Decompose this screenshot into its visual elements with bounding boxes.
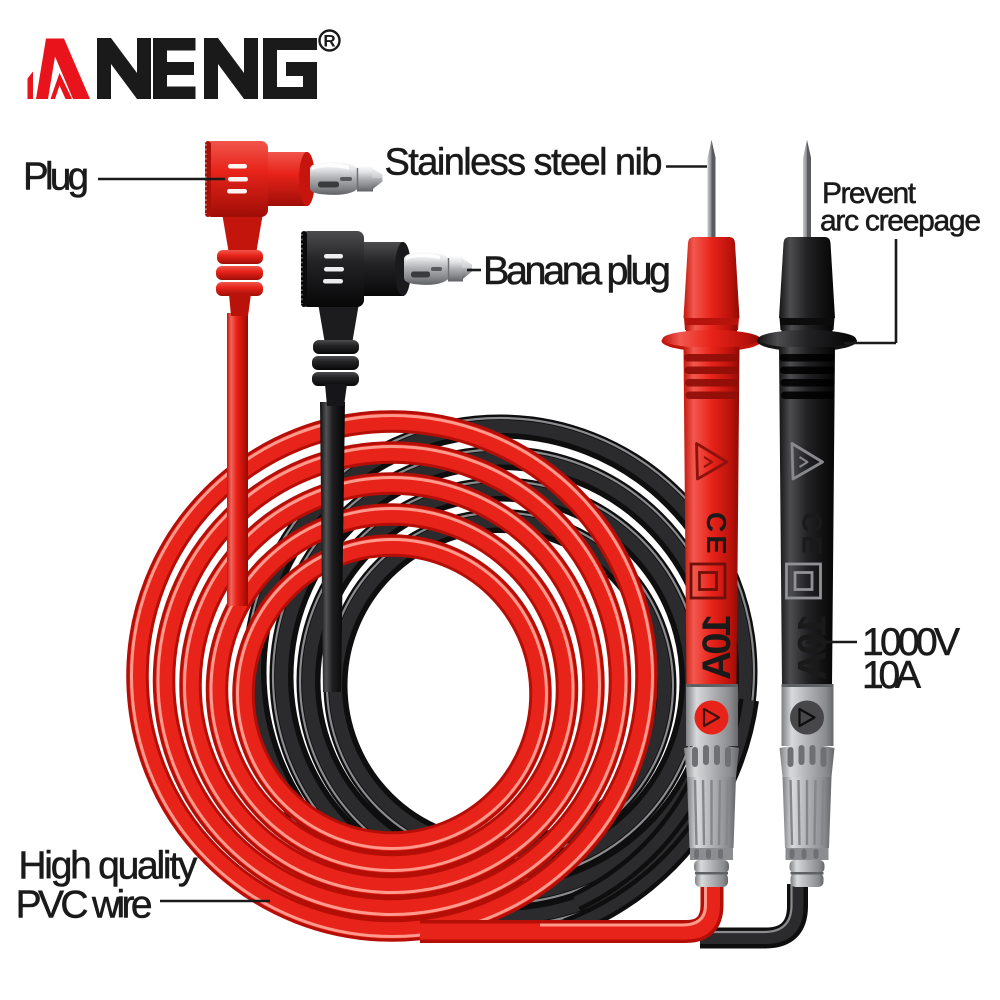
svg-text:10A: 10A [791,614,835,680]
svg-text:PVC wire: PVC wire [16,884,153,927]
svg-text:High quality: High quality [18,844,198,887]
svg-text:10A: 10A [862,654,921,697]
svg-text:Plug: Plug [23,155,89,198]
svg-text:arc creepage: arc creepage [820,205,981,238]
svg-text:1000V: 1000V [862,621,960,664]
svg-text:Banana plug: Banana plug [483,249,671,293]
svg-text:R: R [323,32,335,51]
svg-text:Prevent: Prevent [822,177,917,210]
svg-text:Stainless steel nib: Stainless steel nib [385,142,663,184]
svg-text:10A: 10A [695,614,739,680]
